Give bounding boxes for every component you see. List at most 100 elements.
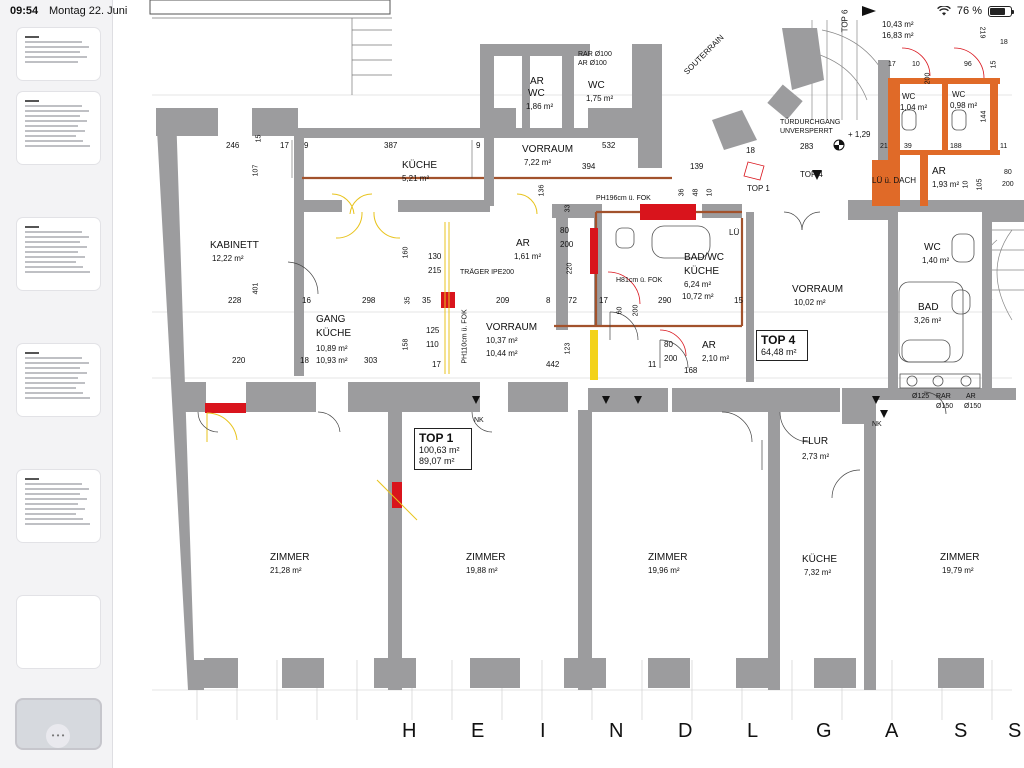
dimension-label: 80 bbox=[560, 226, 569, 235]
room-name: VORRAUM bbox=[522, 144, 574, 155]
dimension-label: 80 bbox=[664, 340, 673, 349]
unit-box-top4: TOP 4 64,48 m² bbox=[756, 330, 808, 361]
page-thumbnail[interactable] bbox=[17, 92, 100, 164]
dimension-label: 387 bbox=[384, 141, 398, 150]
vent-label: AR Ø100 bbox=[578, 60, 607, 67]
vent-label: Ø150 bbox=[964, 403, 982, 410]
dimension-label: 39 bbox=[904, 143, 912, 150]
dimension-label: 290 bbox=[658, 296, 672, 305]
room-name: VORRAUM bbox=[486, 322, 538, 333]
dimension-label: 125 bbox=[426, 326, 440, 335]
thumbnail-text-line bbox=[25, 357, 82, 359]
dimension-label: 18 bbox=[746, 146, 755, 155]
beam-label: TRÄGER IPE200 bbox=[460, 269, 515, 276]
unit-marker: TOP 4 bbox=[800, 170, 823, 179]
dimension-label: 110 bbox=[426, 340, 439, 349]
height-label: PH196cm ü. FOK bbox=[596, 195, 651, 202]
room-area: 10,44 m² bbox=[486, 349, 518, 358]
height-label: H81cm ü. FOK bbox=[616, 277, 663, 284]
passage-label: TÜRDURCHGANG bbox=[780, 119, 841, 126]
dimension-label: 188 bbox=[950, 143, 962, 150]
vent-label: RAR Ø100 bbox=[578, 51, 612, 58]
page-thumbnail[interactable] bbox=[17, 470, 100, 542]
thumbnail-text-line bbox=[25, 382, 85, 384]
room-name: KÜCHE bbox=[684, 266, 720, 277]
street-letter: S bbox=[1008, 720, 1022, 742]
thumbnail-text-line bbox=[25, 508, 85, 510]
dimension-label: 200 bbox=[924, 72, 932, 85]
room-area: 6,24 m² bbox=[684, 280, 712, 289]
thumbnail-text-line bbox=[25, 226, 39, 228]
floor-plan-canvas[interactable]: 10,43 m² 16,83 m² 219 18 TOP 6 SOUTERRAI… bbox=[112, 0, 1024, 768]
top6-arrow-icon bbox=[862, 6, 876, 16]
room-area: 5,21 m² bbox=[402, 174, 430, 183]
thumbnail-text-line bbox=[25, 246, 87, 248]
dimension-label: 10 bbox=[962, 180, 970, 189]
dimension-label: 9 bbox=[476, 141, 481, 150]
page-thumbnail[interactable] bbox=[17, 218, 100, 290]
area-label: 16,83 m² bbox=[882, 31, 914, 40]
dimension-label: 21 bbox=[880, 143, 888, 150]
thumbnail-text-line bbox=[25, 483, 82, 485]
dimension-label: 303 bbox=[364, 356, 378, 365]
thumbnail-text-line bbox=[25, 352, 39, 354]
dimension-label: 17 bbox=[888, 61, 896, 68]
thumbnail-text-line bbox=[25, 488, 89, 490]
room-area: 12,22 m² bbox=[212, 254, 244, 263]
status-date: Montag 22. Juni bbox=[49, 5, 128, 17]
room-area: 2,73 m² bbox=[802, 452, 830, 461]
thumbnail-text-line bbox=[25, 56, 87, 58]
room-name: KABINETT bbox=[210, 240, 259, 251]
thumbnail-text-line bbox=[25, 145, 90, 147]
battery-percent: 76 % bbox=[956, 5, 982, 17]
thumbnail-text-line bbox=[25, 130, 85, 132]
unit-area: 89,07 m² bbox=[419, 456, 455, 466]
dimension-label: 228 bbox=[228, 296, 242, 305]
dimension-label: 130 bbox=[428, 252, 442, 261]
dimension-label: 144 bbox=[980, 110, 988, 123]
battery-icon bbox=[988, 5, 1014, 17]
dimension-label: 107 bbox=[252, 164, 260, 177]
page-thumbnail[interactable] bbox=[17, 596, 100, 668]
street-letter: L bbox=[747, 720, 759, 742]
dimension-label: 17 bbox=[432, 360, 441, 369]
dimension-label: 220 bbox=[232, 356, 246, 365]
dimension-label: 168 bbox=[684, 366, 698, 375]
room-area: 1,61 m² bbox=[514, 252, 542, 261]
dimension-label: 283 bbox=[800, 142, 814, 151]
page-thumbnail[interactable] bbox=[17, 28, 100, 80]
dimension-label: 246 bbox=[226, 141, 240, 150]
top4-entry-arrow-icon bbox=[812, 170, 822, 180]
unit-marker: TOP 1 bbox=[747, 184, 770, 193]
passage-label: UNVERSPERRT bbox=[780, 128, 833, 135]
vent-label: Ø125 bbox=[912, 393, 930, 400]
dimension-label: 35 bbox=[422, 296, 431, 305]
vent-label: Ø150 bbox=[936, 403, 954, 410]
street-letter: A bbox=[885, 720, 899, 742]
dimension-label: 15 bbox=[255, 134, 263, 143]
thumbnail-text-line bbox=[25, 125, 78, 127]
room-name: VORRAUM bbox=[792, 284, 844, 295]
street-letter: H bbox=[402, 720, 417, 742]
street-letter: S bbox=[954, 720, 968, 742]
room-area: 2,10 m² bbox=[702, 354, 730, 363]
room-name: WC bbox=[902, 92, 916, 101]
dimension-label: 17 bbox=[599, 296, 608, 305]
level-label: + 1,29 bbox=[848, 130, 871, 139]
thumbnail-text-line bbox=[25, 256, 85, 258]
street-letter: G bbox=[816, 720, 832, 742]
status-time: 09:54 bbox=[10, 5, 39, 17]
room-name: AR bbox=[530, 76, 544, 87]
vent-label: LÜ ü. DACH bbox=[872, 176, 917, 185]
thumbnail-text-line bbox=[25, 523, 90, 525]
dimension-label: 10 bbox=[706, 188, 714, 197]
page-thumbnail[interactable] bbox=[17, 344, 100, 416]
thumbnail-text-line bbox=[25, 503, 78, 505]
unit-area: 64,48 m² bbox=[761, 347, 797, 357]
vent-label: RAR bbox=[936, 393, 951, 400]
unit-title: TOP 1 bbox=[419, 431, 454, 445]
dimension-label: 123 bbox=[564, 342, 572, 355]
dimension-label: 136 bbox=[538, 184, 546, 197]
level-marker-icon bbox=[833, 139, 845, 151]
room-area: 1,04 m² bbox=[900, 103, 928, 112]
